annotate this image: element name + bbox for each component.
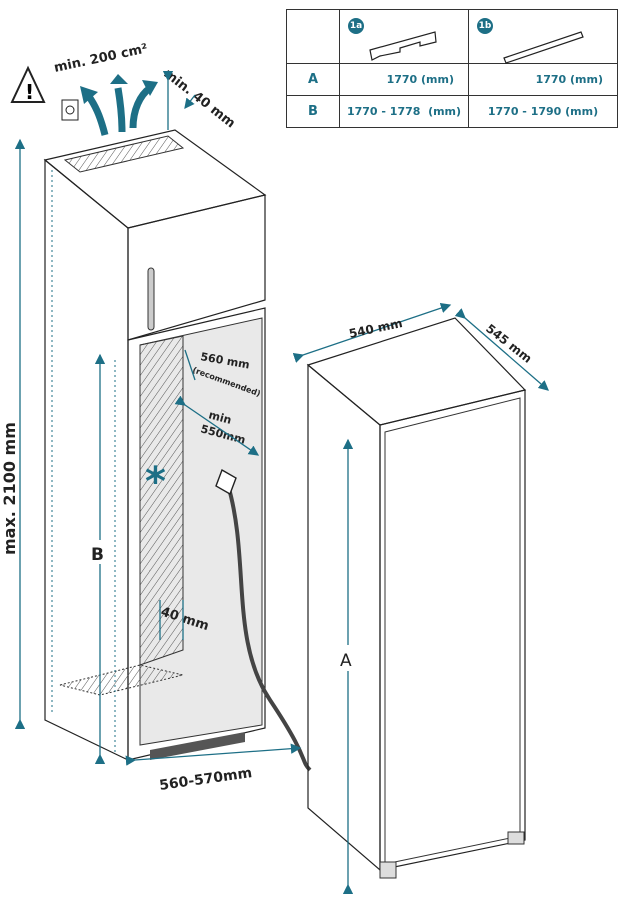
refrigerator	[306, 317, 527, 879]
badge-1a: 1a	[348, 18, 364, 34]
ventilation-label: min. 200 cm²	[53, 41, 149, 75]
table-row-b: B 1770 - 1778 (mm) 1770 - 1790 (mm)	[286, 95, 618, 128]
power-cord	[226, 484, 312, 772]
row-label: B	[286, 95, 340, 128]
appliance-depth-label: 545 mm	[483, 321, 534, 365]
top-gap-label: min. 40 mm	[161, 66, 238, 131]
plug-icon	[215, 468, 237, 496]
bracket-1a-icon	[369, 31, 437, 61]
niche-width-label: 560-570mm	[158, 765, 253, 794]
badge-1b: 1b	[477, 18, 493, 34]
cabinet	[43, 129, 267, 761]
appliance-height-label: A	[340, 651, 352, 671]
dimension-table: 1a 1b A 1770 (mm) 1770 (mm) B 1770 - 177…	[286, 9, 618, 128]
svg-text:!: !	[25, 80, 34, 104]
max-height-label: max. 2100 mm	[0, 422, 19, 555]
socket-icon	[61, 99, 79, 121]
niche-height-label: B	[91, 545, 104, 565]
warning-icon	[10, 65, 46, 103]
upper-door-panel	[127, 194, 266, 341]
header-1b: 1b	[468, 9, 618, 64]
cell: 1770 - 1790 (mm)	[468, 95, 618, 128]
door-handle	[147, 267, 155, 331]
cell: 1770 - 1778 (mm)	[339, 95, 469, 128]
bracket-1b-icon	[503, 31, 584, 64]
airflow-arrows-icon	[85, 85, 153, 136]
header-1a: 1a	[339, 9, 469, 64]
asterisk-icon: *	[145, 459, 166, 505]
table-corner-cell	[286, 9, 340, 64]
table-row-a: A 1770 (mm) 1770 (mm)	[286, 63, 618, 96]
